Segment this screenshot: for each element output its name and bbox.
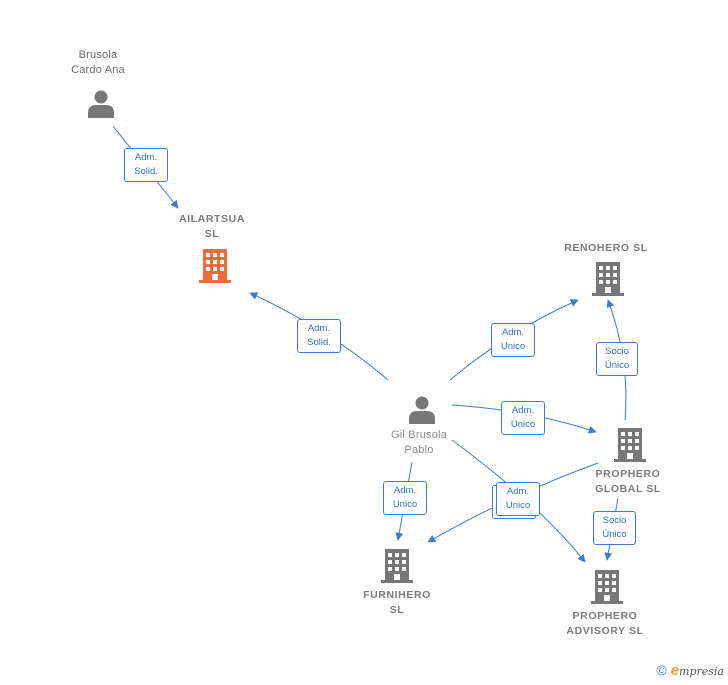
edge-role-line1: Socio (605, 346, 629, 357)
building-icon[interactable] (381, 549, 413, 583)
edge-label-gil-prophero-global[interactable]: Adm. Unico (501, 401, 545, 435)
edge-label-gil-prophero-advisory[interactable]: Adm. Unico (496, 482, 540, 516)
node-name-line1: AILARTSUA (178, 213, 246, 225)
copyright-icon: © (656, 662, 667, 678)
building-icon[interactable] (591, 570, 623, 604)
node-name-line1: FURNIHERO (363, 589, 431, 601)
edge-label-gil-renohero[interactable]: Adm. Unico (491, 323, 535, 357)
brand-footer: ©empresia (656, 662, 724, 679)
building-icon[interactable] (199, 249, 231, 283)
node-label-prophero-advisory-sl: PROPHERO ADVISORY SL (545, 609, 665, 639)
person-icon[interactable] (86, 88, 116, 118)
edge-label-gil-ailartsua[interactable]: Adm. Solid. (297, 319, 341, 353)
node-name-line2: Cardo Ana (71, 64, 125, 76)
building-icon[interactable] (592, 262, 624, 296)
edge-label-prophero-global-advisory[interactable]: Socio Único (593, 511, 636, 545)
node-label-gil-brusola-pablo: Gil Brusola Pablo (369, 428, 469, 458)
edge-role-line1: Adm. (501, 327, 525, 338)
edge-label-prophero-global-renohero[interactable]: Socio Único (596, 342, 638, 376)
node-name-line1: Gil Brusola (391, 429, 447, 441)
node-name-line2: GLOBAL SL (595, 483, 661, 495)
node-name-line2: Pablo (404, 444, 434, 456)
edge-role-line2: Solid. (134, 166, 158, 177)
node-name-line2: SL (204, 228, 220, 240)
edge-label-brusola-ailartsua[interactable]: Adm. Solid. (124, 148, 168, 182)
edge-role-line1: Adm. (134, 152, 158, 163)
node-name-line1: Brusola (78, 49, 118, 61)
node-label-prophero-global-sl: PROPHERO GLOBAL SL (578, 467, 678, 497)
edge-role-line2: Unico (505, 500, 531, 511)
node-label-ailartsua-sl: AILARTSUA SL (162, 212, 262, 242)
node-label-furnihero-sl: FURNIHERO SL (347, 588, 447, 618)
edge-role-line2: Único (604, 360, 630, 371)
node-name-line2: ADVISORY SL (566, 625, 644, 637)
edge-role-line2: Unico (500, 341, 526, 352)
node-name-line2: SL (389, 604, 405, 616)
brand-logo-initial: e (670, 662, 680, 679)
edge-role-line1: Adm. (511, 405, 535, 416)
edge-role-line2: Unico (510, 419, 536, 430)
edge-label-gil-furnihero[interactable]: Adm. Unico (383, 481, 427, 515)
node-name-line1: PROPHERO (572, 610, 638, 622)
edge-role-line1: Adm. (393, 485, 417, 496)
edge-role-line2: Solid. (307, 337, 331, 348)
node-label-brusola-cardo-ana: Brusola Cardo Ana (48, 48, 148, 78)
person-icon[interactable] (407, 394, 437, 424)
brand-logo-text: mpresia (679, 665, 724, 678)
edge-role-line2: Único (602, 529, 627, 540)
edges-layer (112, 125, 627, 563)
building-icon[interactable] (614, 428, 646, 462)
edge-role-line1: Socio (602, 515, 627, 526)
node-name-line1: PROPHERO (595, 468, 661, 480)
edge-role-line2: Unico (392, 499, 418, 510)
node-name-line1: RENOHERO SL (564, 242, 648, 254)
node-label-renohero-sl: RENOHERO SL (546, 241, 666, 256)
edge-role-line1: Adm. (506, 486, 530, 497)
edge-role-line1: Adm. (307, 323, 331, 334)
